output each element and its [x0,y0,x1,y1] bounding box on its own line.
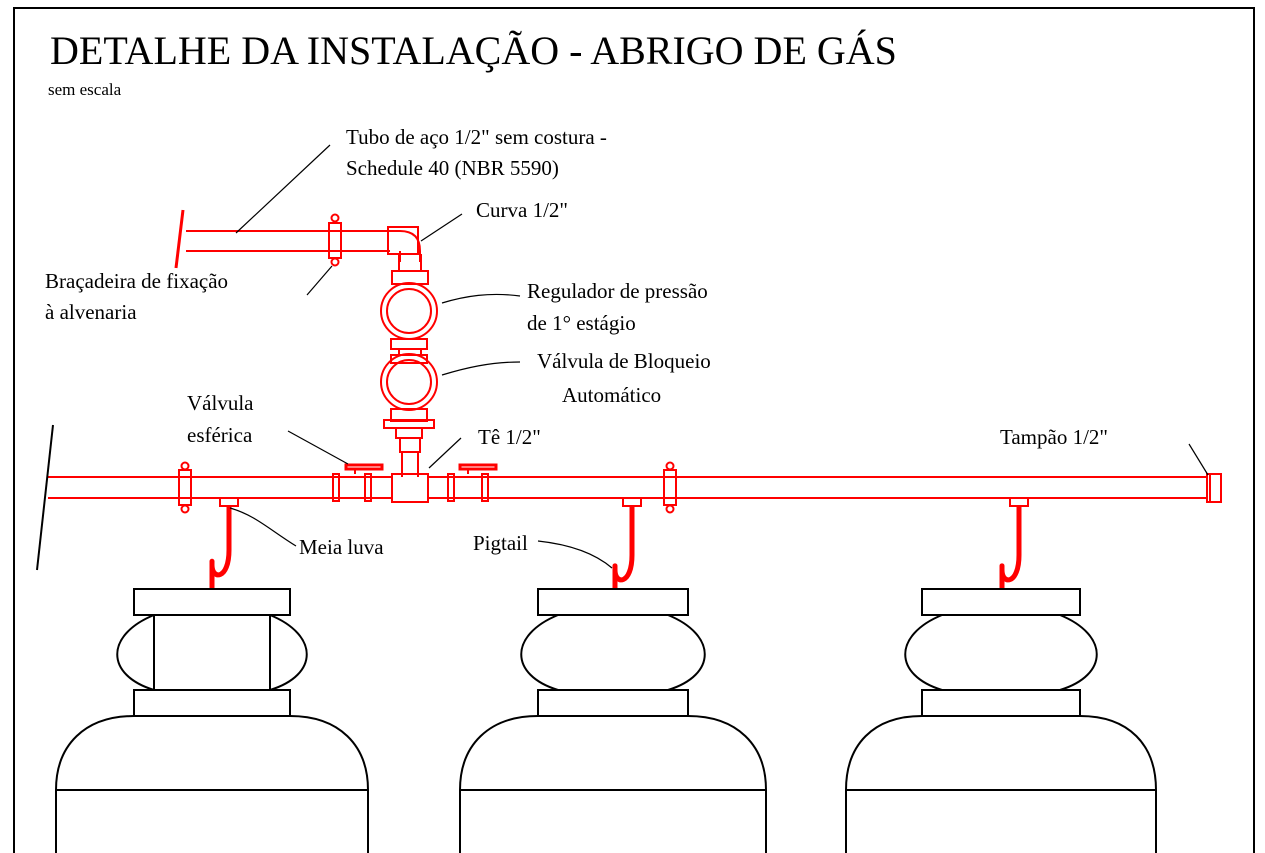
ball-valve-left [332,463,384,502]
pressure-regulator [380,282,438,364]
drawing-title: DETALHE DA INSTALAÇÃO - ABRIGO DE GÁS [50,28,897,73]
leader-lines [229,144,1209,569]
ball-valve-right [447,463,498,502]
gas-cylinders [55,588,1157,853]
label-valvula-esferica-line2: esférica [187,423,253,447]
label-te: Tê 1/2" [478,425,541,449]
main-pipe-clamp-left [178,461,192,514]
annotations: Tubo de aço 1/2" sem costura - Schedule … [45,125,1108,559]
end-cap [1206,473,1222,503]
leader-regulador [441,293,521,304]
label-bracadeira-line1: Braçadeira de fixação [45,269,228,293]
drawing-subtitle: sem escala [48,80,122,99]
half-coupling-1 [219,497,239,507]
leader-te [428,437,462,469]
label-regulador-line1: Regulador de pressão [527,279,708,303]
half-coupling-3 [1009,497,1029,507]
pigtail-1 [209,506,232,588]
valve-connector [383,419,435,477]
label-meia-luva: Meia luva [299,535,384,559]
label-pigtail: Pigtail [473,531,528,555]
half-coupling-2 [622,497,642,507]
gas-cylinder-3 [845,588,1157,853]
label-tubo-line1: Tubo de aço 1/2" sem costura - [346,125,607,149]
pigtail-2 [612,506,635,588]
vertical-pipe [391,254,429,285]
leader-meia-luva [229,507,297,547]
curve-elbow [387,226,421,262]
main-pipe-clamp-right [663,461,677,514]
label-valvula-bloqueio-line1: Válvula de Bloqueio [537,349,711,373]
label-tubo-line2: Schedule 40 (NBR 5590) [346,156,559,180]
leader-pigtail [537,540,613,569]
leader-tampao [1188,443,1209,476]
label-valvula-esferica-line1: Válvula [187,391,254,415]
gas-cylinder-2 [459,588,767,853]
piping [36,209,1222,588]
label-valvula-bloqueio-line2: Automático [562,383,661,407]
leader-valvula-bloqueio [441,361,521,376]
pigtail-3 [999,506,1022,588]
label-bracadeira-line2: à alvenaria [45,300,137,324]
upper-pipe-clamp [328,213,342,267]
leader-curva [420,213,463,242]
label-tampao: Tampão 1/2" [1000,425,1108,449]
tee-fitting [391,473,429,503]
drawing-frame [13,7,1255,853]
leader-bracadeira [306,265,333,296]
upper-pipe [174,209,390,269]
label-regulador-line2: de 1° estágio [527,311,636,335]
leader-valvula-esferica [287,430,349,465]
leader-tubo [235,144,331,234]
label-curva: Curva 1/2" [476,198,568,222]
gas-cylinder-1 [55,588,369,853]
automatic-blocking-valve [380,353,438,422]
